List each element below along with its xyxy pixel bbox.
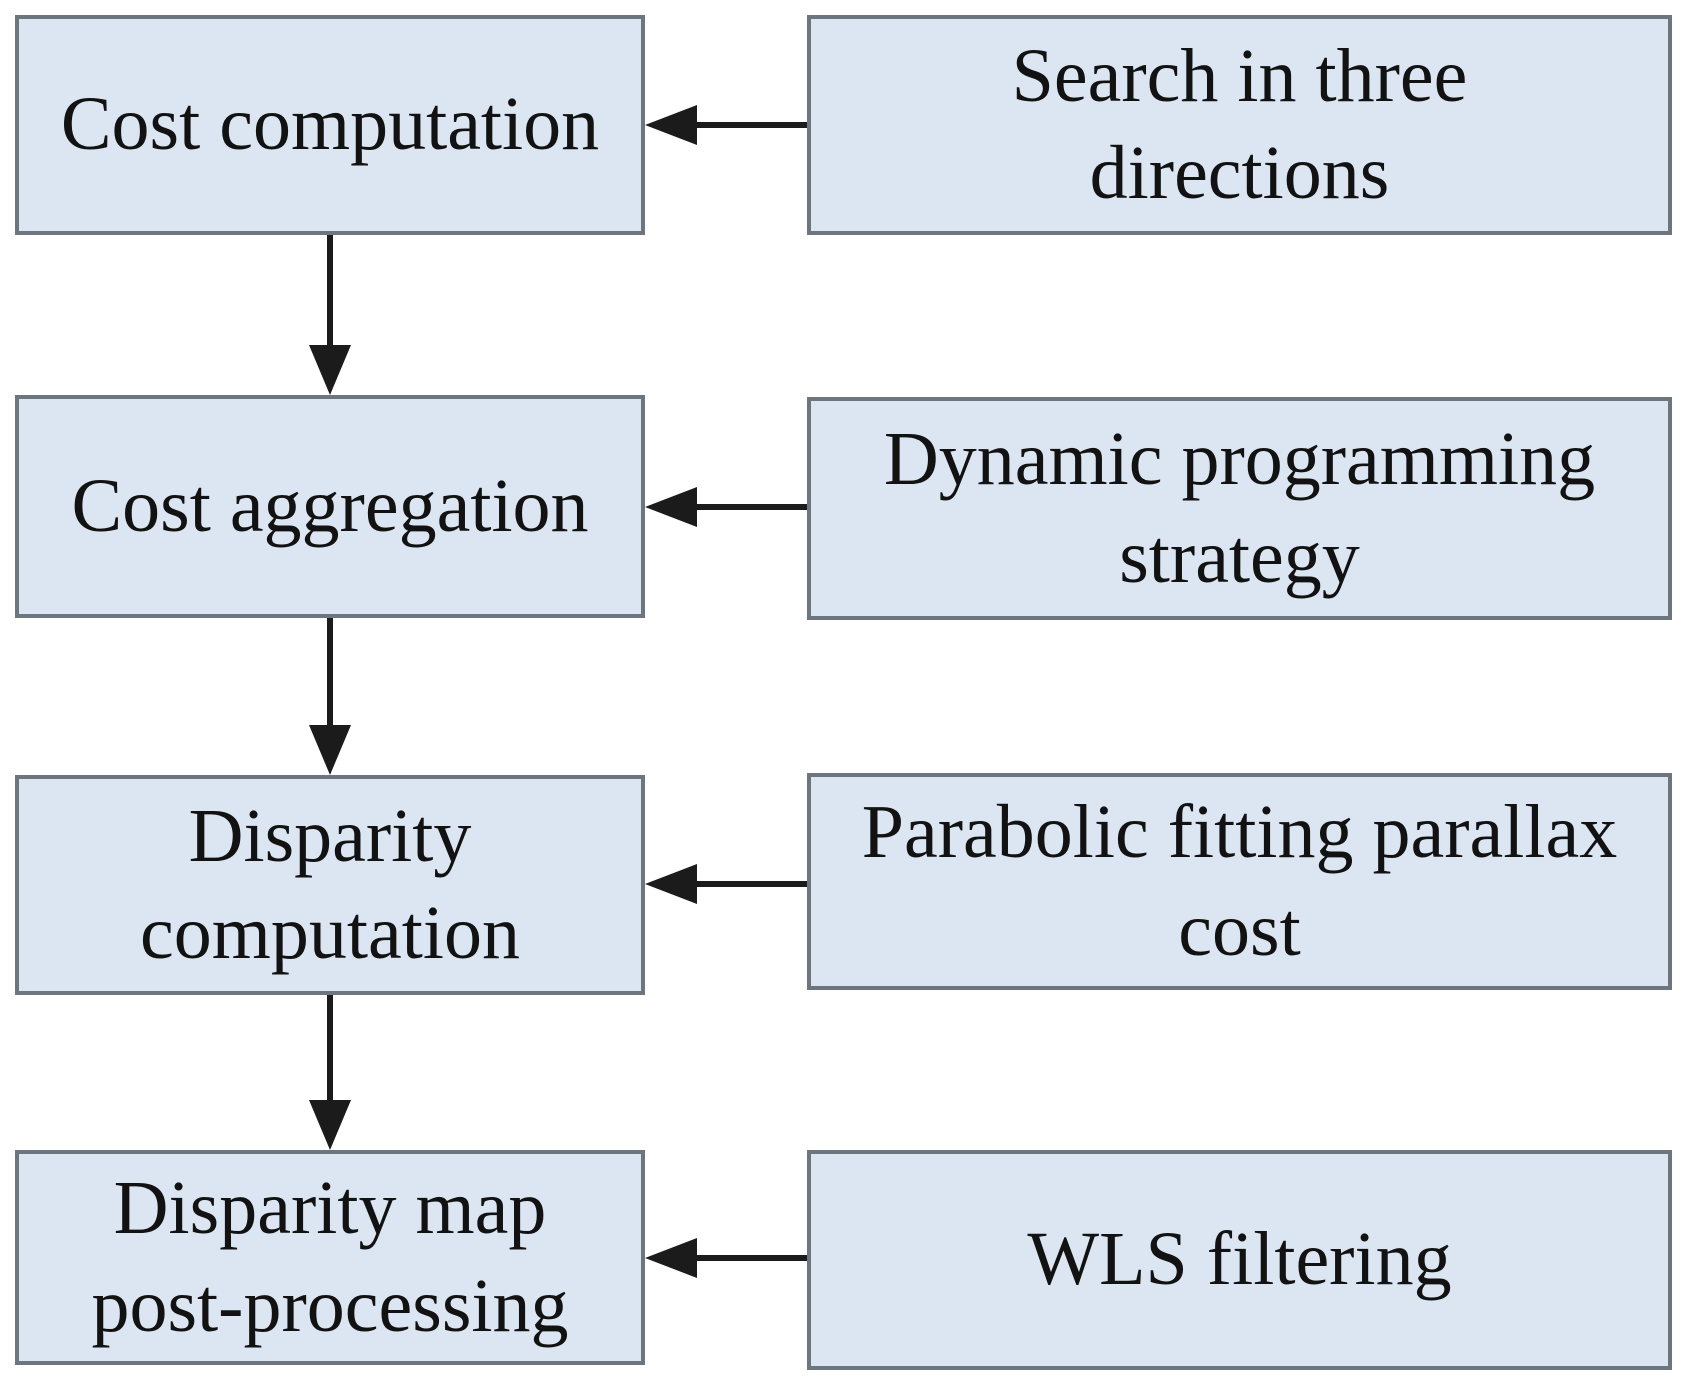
- method-label-line: strategy: [1119, 514, 1360, 599]
- method-box-search-in-three-directions: Search in three directions: [807, 15, 1672, 235]
- step-label-line: post-processing: [91, 1263, 569, 1348]
- method-box-dynamic-programming-strategy: Dynamic programming strategy: [807, 397, 1672, 620]
- step-box-disparity-computation: Disparity computation: [15, 775, 645, 995]
- left-arrowhead-icon: [645, 105, 697, 145]
- left-arrowhead-icon: [645, 487, 697, 527]
- method-label-line: cost: [1178, 887, 1301, 972]
- method-box-wls-filtering: WLS filtering: [807, 1150, 1672, 1370]
- left-arrow-connector-3: [645, 861, 807, 907]
- method-box-parabolic-fitting-parallax-cost: Parabolic fitting parallax cost: [807, 773, 1672, 990]
- arrow-shaft: [327, 618, 333, 731]
- arrow-shaft: [327, 995, 333, 1106]
- step-label-line: Disparity map: [113, 1166, 547, 1251]
- step-box-disparity-map-post-processing: Disparity map post-processing: [15, 1150, 645, 1365]
- method-label: WLS filtering: [1027, 1217, 1452, 1302]
- arrow-shaft: [327, 235, 333, 351]
- step-label-line: Disparity: [188, 793, 472, 878]
- arrow-shaft: [687, 1255, 807, 1261]
- down-arrowhead-icon: [309, 725, 351, 775]
- left-arrow-connector-1: [645, 102, 807, 148]
- down-arrow-connector-2: [308, 618, 352, 775]
- arrow-shaft: [687, 881, 807, 887]
- arrow-shaft: [687, 504, 807, 510]
- left-arrowhead-icon: [645, 864, 697, 904]
- step-box-cost-computation: Cost computation: [15, 15, 645, 235]
- method-label-line: directions: [1089, 131, 1390, 215]
- step-box-cost-aggregation: Cost aggregation: [15, 395, 645, 618]
- down-arrowhead-icon: [309, 345, 351, 395]
- method-label-line: Dynamic programming: [883, 417, 1596, 502]
- down-arrowhead-icon: [309, 1100, 351, 1150]
- arrow-shaft: [687, 122, 807, 128]
- left-arrow-connector-4: [645, 1235, 807, 1281]
- method-label-line: Search in three: [1011, 33, 1468, 118]
- method-label-line: Parabolic fitting parallax: [861, 790, 1618, 875]
- down-arrow-connector-3: [308, 995, 352, 1150]
- left-arrow-connector-2: [645, 484, 807, 530]
- step-label: Cost computation: [60, 82, 600, 167]
- left-arrowhead-icon: [645, 1238, 697, 1278]
- step-label: Cost aggregation: [71, 463, 589, 548]
- down-arrow-connector-1: [308, 235, 352, 395]
- step-label-line: computation: [140, 891, 520, 975]
